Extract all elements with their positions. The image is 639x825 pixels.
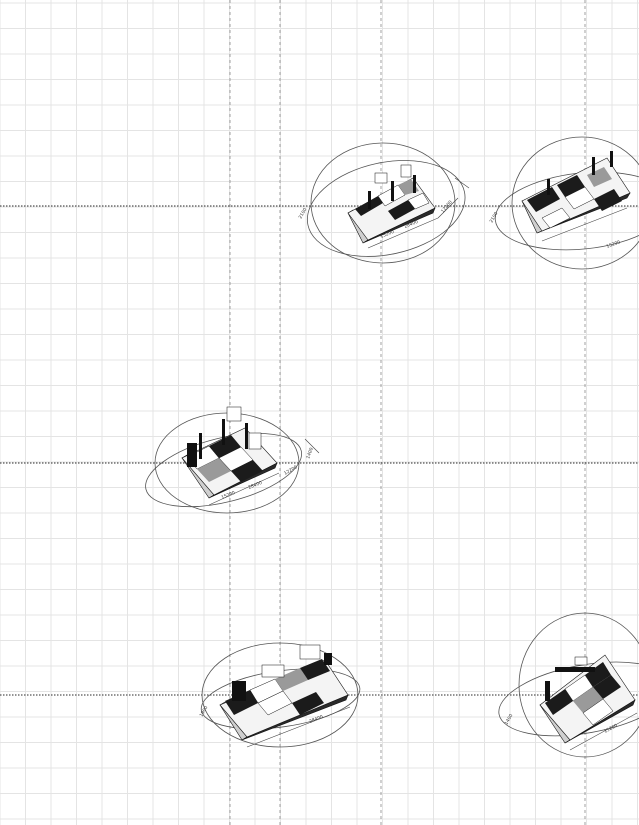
room-block — [407, 192, 430, 210]
wall — [368, 191, 371, 209]
wall — [592, 157, 595, 175]
dimension-line — [304, 438, 320, 454]
dimension-label: 28400 — [248, 480, 264, 491]
room-block — [587, 167, 612, 187]
orbit-ellipse — [518, 612, 639, 758]
room-block — [292, 692, 324, 715]
room-block — [593, 675, 621, 699]
wall — [299, 644, 321, 660]
room-block — [300, 659, 330, 680]
dimension-label: 15200 — [603, 723, 619, 735]
wall — [574, 656, 588, 666]
wall — [374, 172, 388, 184]
dimension-line — [569, 712, 638, 751]
axonometric-model-2: 15200 2100 — [489, 136, 639, 270]
dimension-label: 1400 — [305, 447, 315, 460]
orbit-ellipse — [310, 142, 456, 264]
orbit-ellipse — [201, 642, 359, 748]
dimension-label: 28400 — [404, 219, 420, 230]
room-block — [594, 189, 622, 211]
room-block — [231, 460, 263, 482]
wall — [555, 667, 595, 672]
dimension-label: 2100 — [298, 207, 309, 220]
dimension-label: 12200 — [283, 464, 299, 476]
room-block — [197, 458, 231, 482]
dimension-label: 2100 — [489, 211, 500, 224]
axonometric-model-3: 15200 28400 12200 1400 — [145, 406, 320, 514]
dimension-line — [454, 177, 470, 189]
room-block — [209, 435, 241, 458]
wall — [187, 443, 197, 467]
wall — [245, 423, 248, 449]
room-block — [573, 687, 603, 713]
room-block — [557, 175, 585, 197]
dimension-line — [367, 217, 439, 249]
wall — [232, 681, 246, 701]
wall — [324, 653, 332, 665]
orbit-ellipse — [306, 160, 466, 257]
axonometric-model-4: 28400 1900 — [199, 642, 361, 748]
dimension-label: 1400 — [504, 713, 515, 726]
room-block — [545, 689, 573, 715]
wall — [261, 664, 285, 678]
room-block — [225, 690, 258, 715]
wall — [400, 164, 412, 178]
dimension-label: 1900 — [199, 705, 210, 718]
dimension-line — [208, 472, 280, 506]
dimension-label: 15200 — [606, 239, 622, 250]
wall — [226, 406, 242, 422]
dimension-line — [541, 207, 628, 242]
wall — [391, 181, 394, 201]
wall — [610, 151, 613, 167]
wall — [222, 419, 225, 445]
axonometric-model-5: 15200 1400 — [498, 612, 639, 758]
dimension-label: 15200 — [221, 490, 237, 501]
dimension-line — [437, 197, 459, 219]
room-block — [275, 668, 308, 691]
room-block — [582, 698, 614, 726]
room-block — [585, 662, 611, 687]
room-block — [388, 200, 415, 220]
axonometric-model-1: 15200 28400 12200 2100 — [298, 142, 470, 264]
wall — [248, 432, 262, 450]
wall — [545, 681, 550, 701]
wall — [199, 433, 202, 459]
dimension-label: 28400 — [309, 714, 325, 725]
dimension-line — [246, 706, 351, 748]
wall — [547, 179, 550, 195]
orbit-ellipse — [145, 433, 303, 508]
wall — [413, 175, 416, 193]
orbit-ellipse — [511, 136, 639, 270]
dimension-label: 15200 — [380, 229, 396, 240]
orbit-ellipse — [498, 661, 639, 737]
room-block — [527, 187, 560, 212]
room-block — [541, 207, 571, 229]
